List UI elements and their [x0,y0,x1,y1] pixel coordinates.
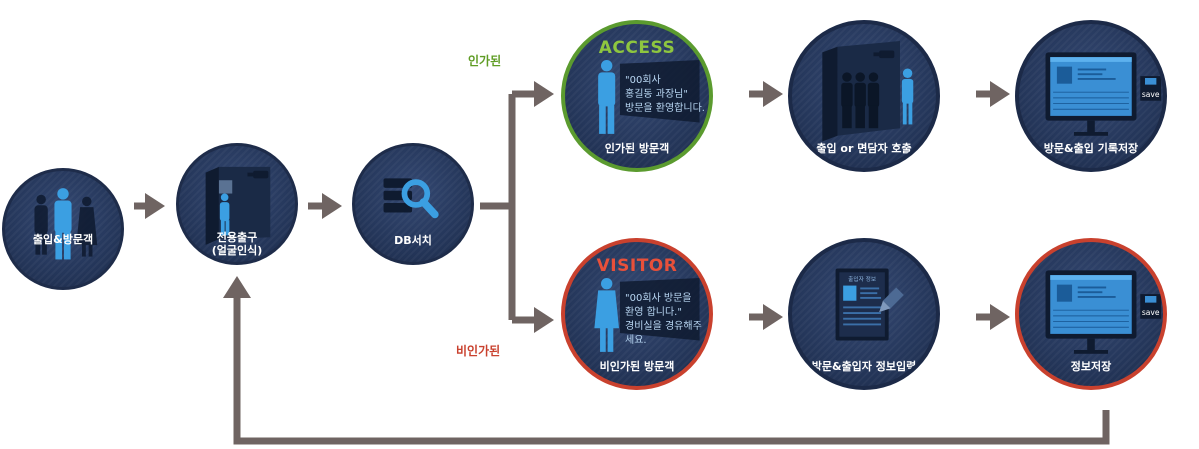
arrowhead-3 [534,81,554,107]
visitor-node: VISITOR "00회사 방문을 환영 합니다." 경비실을 경유해주세요. … [561,238,713,390]
gate-node: 전용출구 (얼굴인식) [176,143,298,265]
arrowhead-2 [322,193,342,219]
monitor-save-icon: save [1045,270,1162,354]
entry-call-node: 출입 or 면담자 호출 [788,20,940,172]
record-save-label: 방문&출입 기록저장 [1043,142,1139,155]
registration-form-icon: 출입자 정보 [835,268,904,341]
visitor-entry-label: 출입&방문객 [32,233,94,246]
arrowhead-8 [990,304,1010,330]
db-search-label: DB서치 [394,234,432,247]
access-message: "00회사 홍길동 과장님" 방문을 환영합니다. [625,75,705,114]
save-text: save [1142,308,1160,317]
arrowhead-6 [990,81,1010,107]
arrowhead-4 [534,307,554,333]
info-input-label: 방문&출입자 정보입력 [811,360,917,373]
face-recognition-gate-icon [205,166,271,245]
db-search-node: DB서치 [352,143,474,265]
visitor-entry-node: 출입&방문객 [2,168,124,290]
entry-call-label: 출입 or 면담자 호출 [816,142,912,155]
welcome-screen-icon [598,60,700,134]
visitor-message: "00회사 방문을 환영 합니다." 경비실을 경유해주세요. [625,293,702,346]
visitor-group-icon [34,188,98,260]
info-input-node: 출입자 정보 방문&출입자 정보입력 [788,238,940,390]
info-save-label: 정보저장 [1070,360,1112,373]
arrowhead-9 [223,276,251,298]
visitor-heading: VISITOR [596,256,678,276]
gate-queue-icon [822,41,914,142]
visitor-label: 비인가된 방문객 [599,360,675,373]
connector-db-split [480,94,516,320]
arrowhead-5 [763,81,783,107]
database-search-icon [383,178,439,219]
access-heading: ACCESS [598,38,676,58]
monitor-record-icon: save [1045,52,1162,136]
arrowhead-7 [763,304,783,330]
guard-notice-screen-icon [594,278,700,352]
record-save-node: save 방문&출입 기록저장 [1015,20,1167,172]
form-title: 출입자 정보 [848,275,876,283]
access-label: 인가된 방문객 [604,142,670,155]
access-node: ACCESS "00회사 홍길동 과장님" 방문을 환영합니다. 인가된 방문객 [561,20,713,172]
authorized-branch-label: 인가된 [468,54,502,68]
info-save-node: save 정보저장 [1015,238,1167,390]
unauthorized-branch-label: 비인가된 [456,344,501,358]
arrowhead-1 [145,193,165,219]
gate-label: 전용출구 (얼굴인식) [211,231,263,257]
save-text: save [1142,90,1160,99]
connector-save-loop-back [233,296,1110,445]
